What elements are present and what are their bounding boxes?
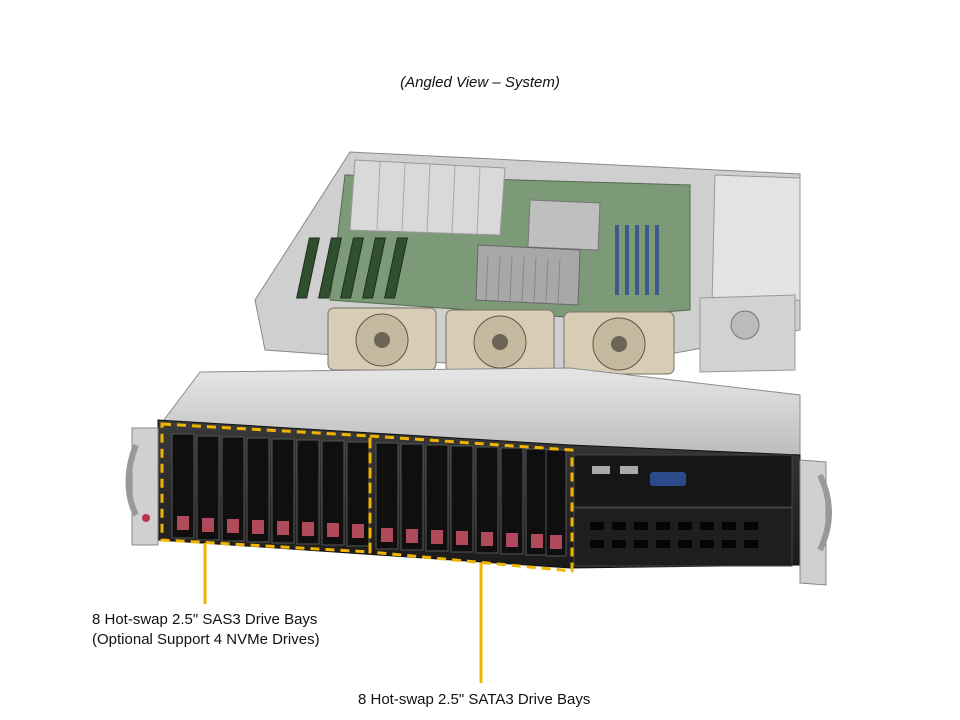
vga-port-icon [650, 472, 686, 486]
sata-bay-callout [368, 434, 574, 573]
sata-bays-label: 8 Hot-swap 2.5" SATA3 Drive Bays [358, 690, 590, 710]
figure-caption: (Angled View – System) [400, 74, 560, 91]
drive-bay-icon [171, 433, 567, 557]
sas-bays-label-line1: 8 Hot-swap 2.5" SAS3 Drive Bays [92, 611, 318, 628]
sas-bays-label-line2: (Optional Support 4 NVMe Drives) [92, 631, 320, 648]
cooling-fan-icon [327, 307, 675, 375]
sas-bays-label: 8 Hot-swap 2.5" SAS3 Drive Bays (Optiona… [92, 610, 320, 650]
rack-handle-left [125, 427, 159, 546]
sas-bay-callout [160, 422, 372, 554]
io-panel [573, 454, 793, 567]
usb-port-icon [592, 466, 638, 474]
sata-bays-label-line1: 8 Hot-swap 2.5" SATA3 Drive Bays [358, 691, 591, 708]
rack-handle-right [799, 459, 832, 586]
